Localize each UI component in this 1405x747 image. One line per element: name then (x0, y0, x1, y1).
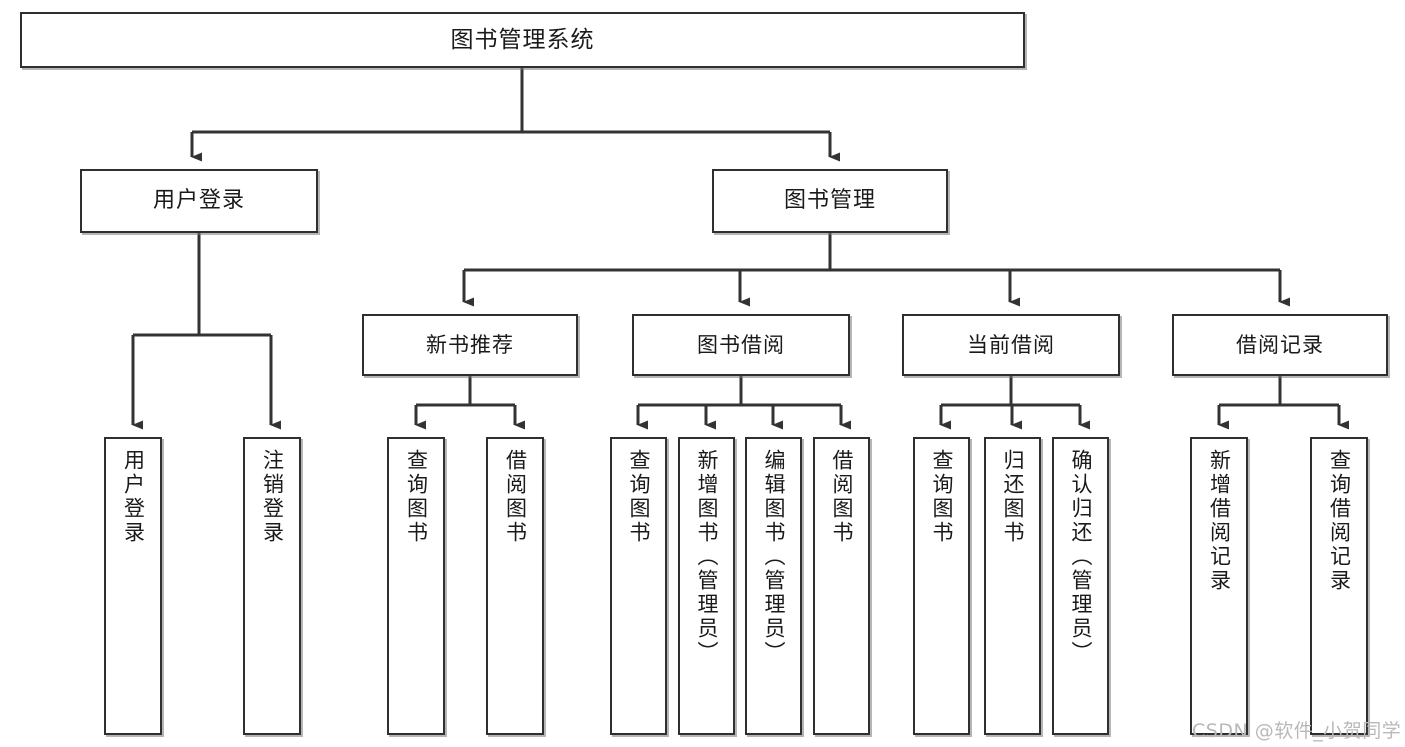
csdn-watermark: CSDN @软件_小贺同学 (1192, 720, 1402, 742)
leaf-return-book[interactable]: 归还图书 (984, 437, 1041, 735)
node-book-management[interactable]: 图书管理 (712, 169, 948, 233)
node-label: 用户登录 (121, 449, 146, 545)
leaf-add-borrow-record[interactable]: 新增借阅记录 (1190, 437, 1248, 735)
node-label: 新书推荐 (426, 332, 514, 357)
leaf-query-book-borrow[interactable]: 查询图书 (610, 437, 667, 735)
leaf-user-login[interactable]: 用户登录 (104, 437, 162, 735)
node-label: 查询图书 (930, 449, 955, 545)
node-label: 查询图书 (627, 449, 652, 545)
leaf-query-borrow-record[interactable]: 查询借阅记录 (1310, 437, 1368, 735)
leaf-query-book-current[interactable]: 查询图书 (913, 437, 970, 735)
node-label: 编辑图书（管理员） (762, 449, 787, 665)
node-label: 借阅图书 (830, 449, 855, 545)
node-label: 确认归还（管理员） (1069, 449, 1094, 665)
node-label: 查询图书 (404, 449, 429, 545)
node-label: 新增借阅记录 (1207, 449, 1232, 593)
leaf-query-book-recommend[interactable]: 查询图书 (387, 437, 445, 735)
node-label: 查询借阅记录 (1327, 449, 1352, 593)
node-label: 图书管理系统 (450, 26, 595, 53)
leaf-add-book-admin[interactable]: 新增图书（管理员） (678, 437, 735, 735)
node-label: 归还图书 (1001, 449, 1026, 545)
leaf-borrow-book[interactable]: 借阅图书 (813, 437, 870, 735)
node-label: 借阅图书 (503, 449, 528, 545)
node-label: 用户登录 (152, 188, 245, 214)
node-label: 当前借阅 (967, 332, 1055, 357)
node-label: 新增图书（管理员） (695, 449, 720, 665)
node-current-borrow[interactable]: 当前借阅 (902, 314, 1120, 376)
node-book-borrow[interactable]: 图书借阅 (632, 314, 850, 376)
leaf-borrow-book-recommend[interactable]: 借阅图书 (486, 437, 544, 735)
node-new-book-recommend[interactable]: 新书推荐 (362, 314, 578, 376)
node-label: 图书管理 (783, 188, 876, 214)
node-root-system[interactable]: 图书管理系统 (20, 12, 1025, 68)
node-user-login[interactable]: 用户登录 (80, 169, 318, 233)
node-label: 注销登录 (260, 449, 285, 545)
leaf-confirm-return-admin[interactable]: 确认归还（管理员） (1052, 437, 1109, 735)
node-label: 图书借阅 (697, 332, 785, 357)
leaf-edit-book-admin[interactable]: 编辑图书（管理员） (745, 437, 802, 735)
node-label: 借阅记录 (1236, 332, 1324, 357)
leaf-logout[interactable]: 注销登录 (243, 437, 301, 735)
node-borrow-record[interactable]: 借阅记录 (1172, 314, 1388, 376)
